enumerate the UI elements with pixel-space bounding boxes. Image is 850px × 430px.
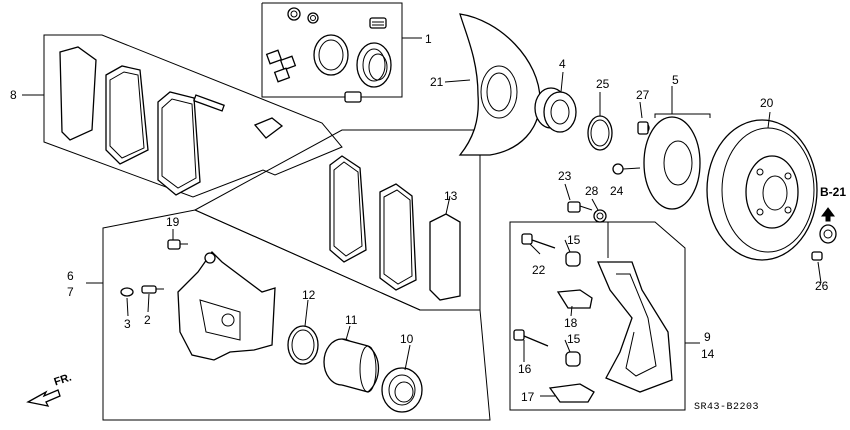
bracket-box — [509, 221, 700, 411]
callout-8: 8 — [10, 88, 17, 102]
callout-17: 17 — [521, 390, 535, 404]
callout-10: 10 — [400, 332, 414, 346]
pad-center-parts — [329, 155, 461, 301]
callout-4: 4 — [559, 57, 566, 71]
callout-21: 21 — [430, 75, 444, 89]
callout-27: 27 — [636, 88, 650, 102]
disc-rotor — [706, 119, 818, 261]
callout-15-lower: 15 — [567, 332, 581, 346]
snap-ring — [587, 115, 613, 151]
splash-shield — [458, 13, 541, 156]
front-arrow-icon — [26, 389, 61, 407]
callout-24: 24 — [610, 184, 624, 198]
callout-26: 26 — [815, 279, 829, 293]
callout-15-upper: 15 — [567, 233, 581, 247]
seal-kit-parts — [265, 7, 392, 103]
callout-13: 13 — [444, 189, 458, 203]
callout-5: 5 — [672, 73, 679, 87]
caliper-parts — [120, 239, 423, 413]
bracket-parts — [513, 233, 673, 403]
callout-28: 28 — [585, 184, 599, 198]
callout-18: 18 — [564, 316, 578, 330]
callout-12: 12 — [302, 288, 316, 302]
pad-set-parts — [59, 46, 284, 196]
reference-label: B-21 — [820, 185, 847, 199]
callout-11: 11 — [345, 313, 358, 327]
callout-23: 23 — [558, 169, 572, 183]
hub-bearing — [534, 87, 577, 133]
callout-19: 19 — [166, 215, 180, 229]
pad-set-box — [22, 34, 343, 198]
hub-flange — [612, 113, 711, 210]
callout-22: 22 — [532, 263, 546, 277]
callout-25: 25 — [596, 77, 610, 91]
callout-2: 2 — [144, 313, 151, 327]
callout-1: 1 — [425, 32, 432, 46]
drawing-code: SR43-B2203 — [694, 402, 760, 413]
callout-20: 20 — [760, 96, 774, 110]
caliper-box — [86, 209, 491, 421]
seal-kit-box — [261, 2, 422, 98]
callout-9: 9 — [704, 330, 711, 344]
callout-14: 14 — [701, 347, 715, 361]
callout-7: 7 — [67, 285, 74, 299]
callout-16: 16 — [518, 362, 532, 376]
callout-6: 6 — [67, 269, 74, 283]
small-fasteners — [567, 121, 837, 261]
callout-3: 3 — [124, 317, 131, 331]
leader-lines — [126, 71, 822, 397]
